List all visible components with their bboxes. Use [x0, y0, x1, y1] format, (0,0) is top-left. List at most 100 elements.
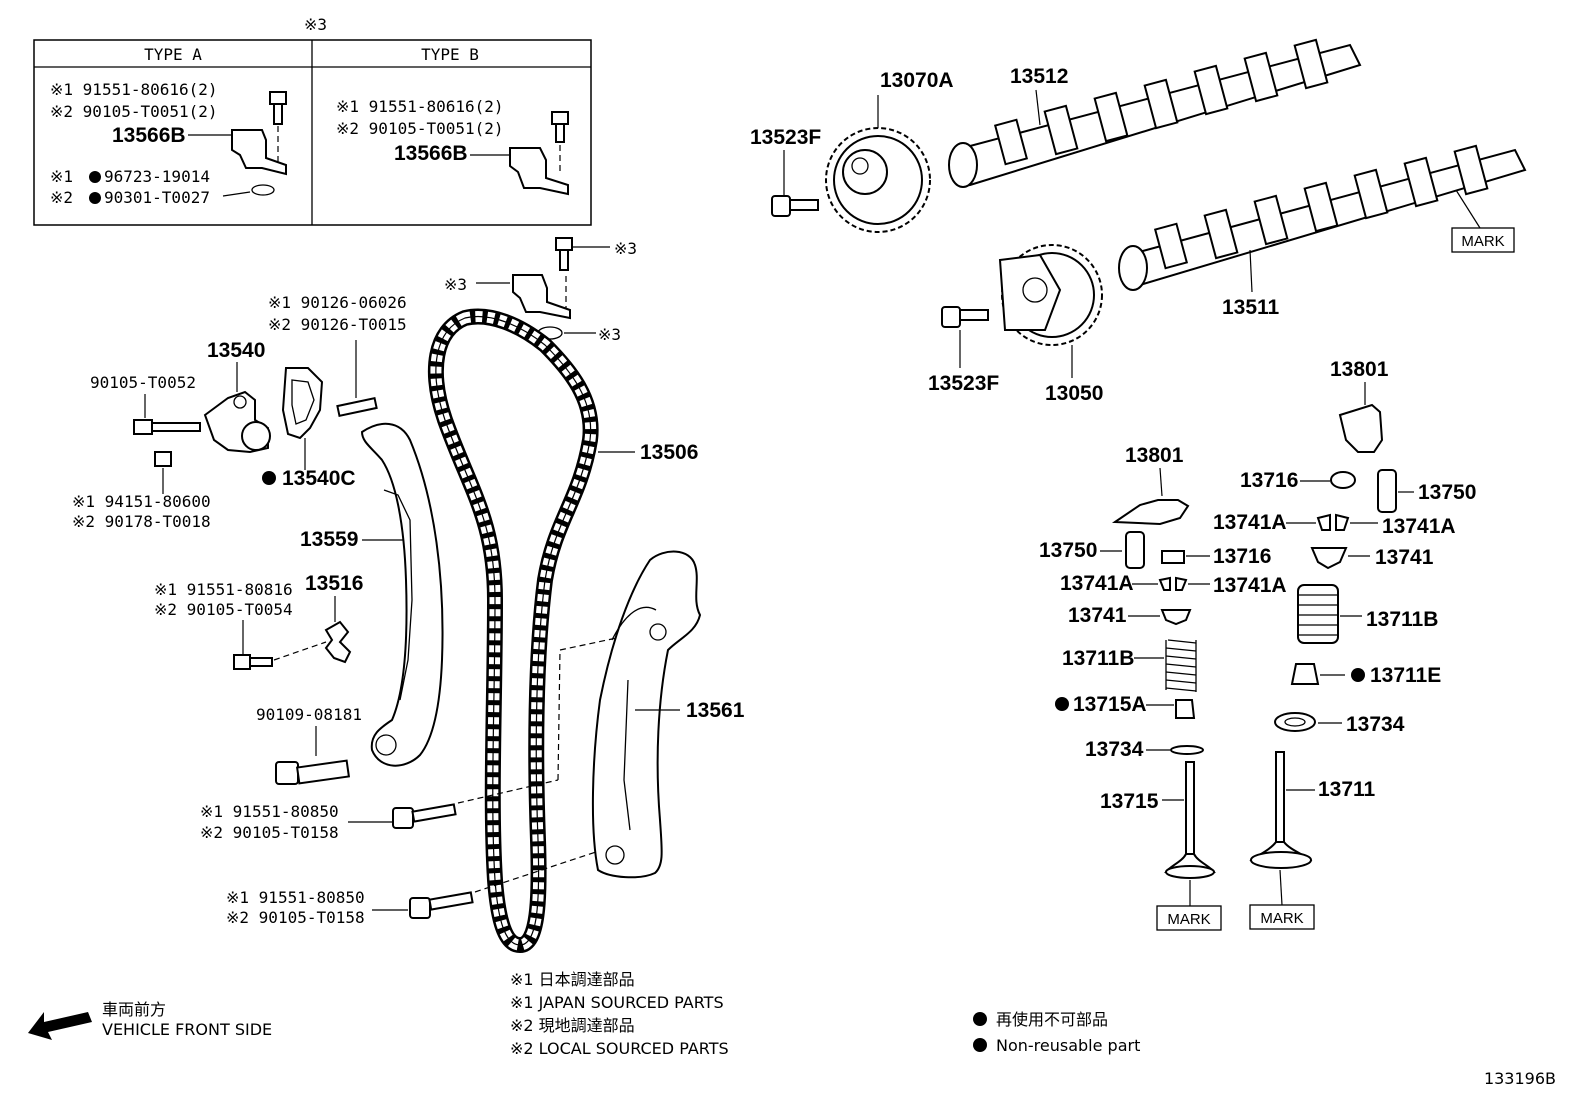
- nonreusable-dot-icon: [1351, 668, 1365, 682]
- chain-guide-13561-icon: [591, 550, 702, 879]
- nonreusable-dot-icon: [973, 1012, 987, 1026]
- label-13711e: 13711E: [1370, 664, 1441, 687]
- valve-stem-seal-right-icon: [1290, 663, 1320, 685]
- type-a-line1: ※1 91551-80616(2): [50, 80, 218, 99]
- nonreusable-legend: 再使用不可部品 Non-reusable part: [973, 1010, 1140, 1055]
- valve-spring-left-icon: [1165, 639, 1197, 692]
- note2-jp: ※2 現地調達部品: [510, 1016, 635, 1035]
- sym3-bolt: ※3: [614, 239, 637, 258]
- type-b-part-label: 13566B: [394, 142, 468, 165]
- label-13734-right: 13734: [1346, 713, 1405, 736]
- label-90126-2: ※2 90126-T0015: [268, 315, 407, 334]
- label-13715: 13715: [1100, 790, 1159, 813]
- label-13716-left: 13716: [1213, 545, 1271, 568]
- label-91551-80850b-2: ※2 90105-T0158: [226, 908, 365, 927]
- type-a-line4-prefix: ※2: [50, 188, 73, 207]
- label-90126-1: ※1 90126-06026: [268, 293, 407, 312]
- label-13711b-right: 13711B: [1366, 608, 1438, 631]
- label-13801-left: 13801: [1125, 444, 1184, 467]
- label-91551-80850b-1: ※1 91551-80850: [226, 888, 365, 907]
- type-a-bracket-icon: [231, 129, 287, 176]
- mark-box-camshaft: [1451, 227, 1515, 253]
- label-13741-left: 13741: [1068, 604, 1127, 627]
- label-13715a: 13715A: [1073, 693, 1147, 716]
- lash-adjuster-cap-left-icon: [1161, 550, 1185, 564]
- spring-seat-left-icon: [1170, 745, 1204, 755]
- label-13516: 13516: [305, 572, 363, 595]
- label-13506: 13506: [640, 441, 698, 464]
- label-13741a-1: 13741A: [1060, 572, 1134, 595]
- valve-stem-seal-left-icon: [1175, 699, 1196, 719]
- mark-box-valve-exhaust: [1156, 905, 1222, 931]
- label-13741a-4: 13741A: [1382, 515, 1456, 538]
- sym3-bracket: ※3: [444, 275, 467, 294]
- label-91551-80850a-1: ※1 91551-80850: [200, 802, 339, 821]
- type-a-line3-prefix: ※1: [50, 167, 73, 186]
- rocker-arm-right-icon: [1338, 403, 1384, 453]
- label-13523f-lower: 13523F: [928, 372, 999, 395]
- nonreusable-dot-icon: [973, 1038, 987, 1052]
- type-a-line3: 96723-19014: [104, 167, 210, 186]
- inset-header-symbol: ※3: [304, 15, 327, 34]
- intake-camshaft-13511-icon: [1118, 144, 1527, 291]
- label-90105-t0052: 90105-T0052: [90, 373, 196, 392]
- valve-keeper-right-icon: [1316, 513, 1350, 531]
- mark-box-valve-intake: [1249, 904, 1315, 930]
- chain-slipper-13559-icon: [360, 422, 444, 767]
- nonreuse-jp: 再使用不可部品: [996, 1010, 1108, 1029]
- nonreusable-dot-icon: [89, 192, 101, 204]
- type-b-title: TYPE B: [421, 45, 479, 64]
- tensioner-gasket-13540c-icon: [281, 367, 324, 440]
- label-13711b-left: 13711B: [1062, 647, 1134, 670]
- type-b-line1: ※1 91551-80616(2): [336, 97, 504, 116]
- arrow-left-icon: [28, 1012, 92, 1040]
- label-91551-80850a-2: ※2 90105-T0158: [200, 823, 339, 842]
- nonreusable-dot-icon: [1055, 697, 1069, 711]
- lash-adjuster-right-icon: [1377, 469, 1397, 513]
- label-13050: 13050: [1045, 382, 1103, 405]
- exhaust-cam-timing-gear-13070a-icon: [825, 127, 931, 233]
- label-13512: 13512: [1010, 65, 1068, 88]
- label-91551-80816-1: ※1 91551-80816: [154, 580, 293, 599]
- valve-keeper-left-icon: [1158, 576, 1188, 591]
- cam-gear-bolt-lower-icon: [941, 306, 989, 328]
- label-94151-1: ※1 94151-80600: [72, 492, 211, 511]
- nonreusable-dot-icon: [89, 171, 101, 183]
- label-13540c: 13540C: [282, 467, 356, 490]
- intake-valve-13711-icon: [1249, 751, 1313, 869]
- label-13734-left: 13734: [1085, 738, 1144, 761]
- type-b-bolt-icon: [551, 111, 569, 175]
- label-13716-right: 13716: [1240, 469, 1298, 492]
- valve-retainer-right-icon: [1310, 547, 1348, 570]
- chain-tensioner-13540-icon: [203, 390, 271, 454]
- valve-retainer-left-icon: [1160, 609, 1192, 626]
- label-13523f-upper: 13523F: [750, 126, 821, 149]
- rocker-arm-left-icon: [1111, 499, 1190, 526]
- mark-camshaft: MARK: [1461, 233, 1504, 250]
- label-13070a: 13070A: [880, 69, 954, 92]
- sourcing-legend: ※1 日本調達部品 ※1 JAPAN SOURCED PARTS ※2 現地調達…: [510, 970, 729, 1058]
- label-13750-right: 13750: [1418, 481, 1476, 504]
- tensioner-bolt-icon: [133, 419, 201, 435]
- damper-bolt-icon: [233, 641, 327, 670]
- direction-jp: 車両前方: [102, 1000, 166, 1019]
- note1-jp: ※1 日本調達部品: [510, 970, 635, 989]
- inset-table: ※3 TYPE A TYPE B ※1 91551-80616(2) ※2 90…: [33, 15, 592, 226]
- sym3-o-ring: ※3: [598, 325, 621, 344]
- chain-damper-13516-icon: [324, 620, 352, 664]
- cam-gear-bolt-upper-icon: [771, 195, 819, 217]
- type-a-bolt-icon: [269, 91, 287, 165]
- illustration-id: 133196B: [1484, 1069, 1556, 1088]
- label-94151-2: ※2 90178-T0018: [72, 512, 211, 531]
- lash-adjuster-cap-right-icon: [1330, 471, 1356, 489]
- label-13750-left: 13750: [1039, 539, 1097, 562]
- timing-chain-13506: [427, 308, 635, 954]
- label-13741-right: 13741: [1375, 546, 1434, 569]
- mark-valve-intake: MARK: [1260, 910, 1303, 927]
- type-a-part-label: 13566B: [112, 124, 186, 147]
- label-13741a-2: 13741A: [1213, 574, 1287, 597]
- label-90109: 90109-08181: [256, 705, 362, 724]
- label-13741a-3: 13741A: [1213, 511, 1287, 534]
- type-a-o-ring-icon: [251, 184, 275, 196]
